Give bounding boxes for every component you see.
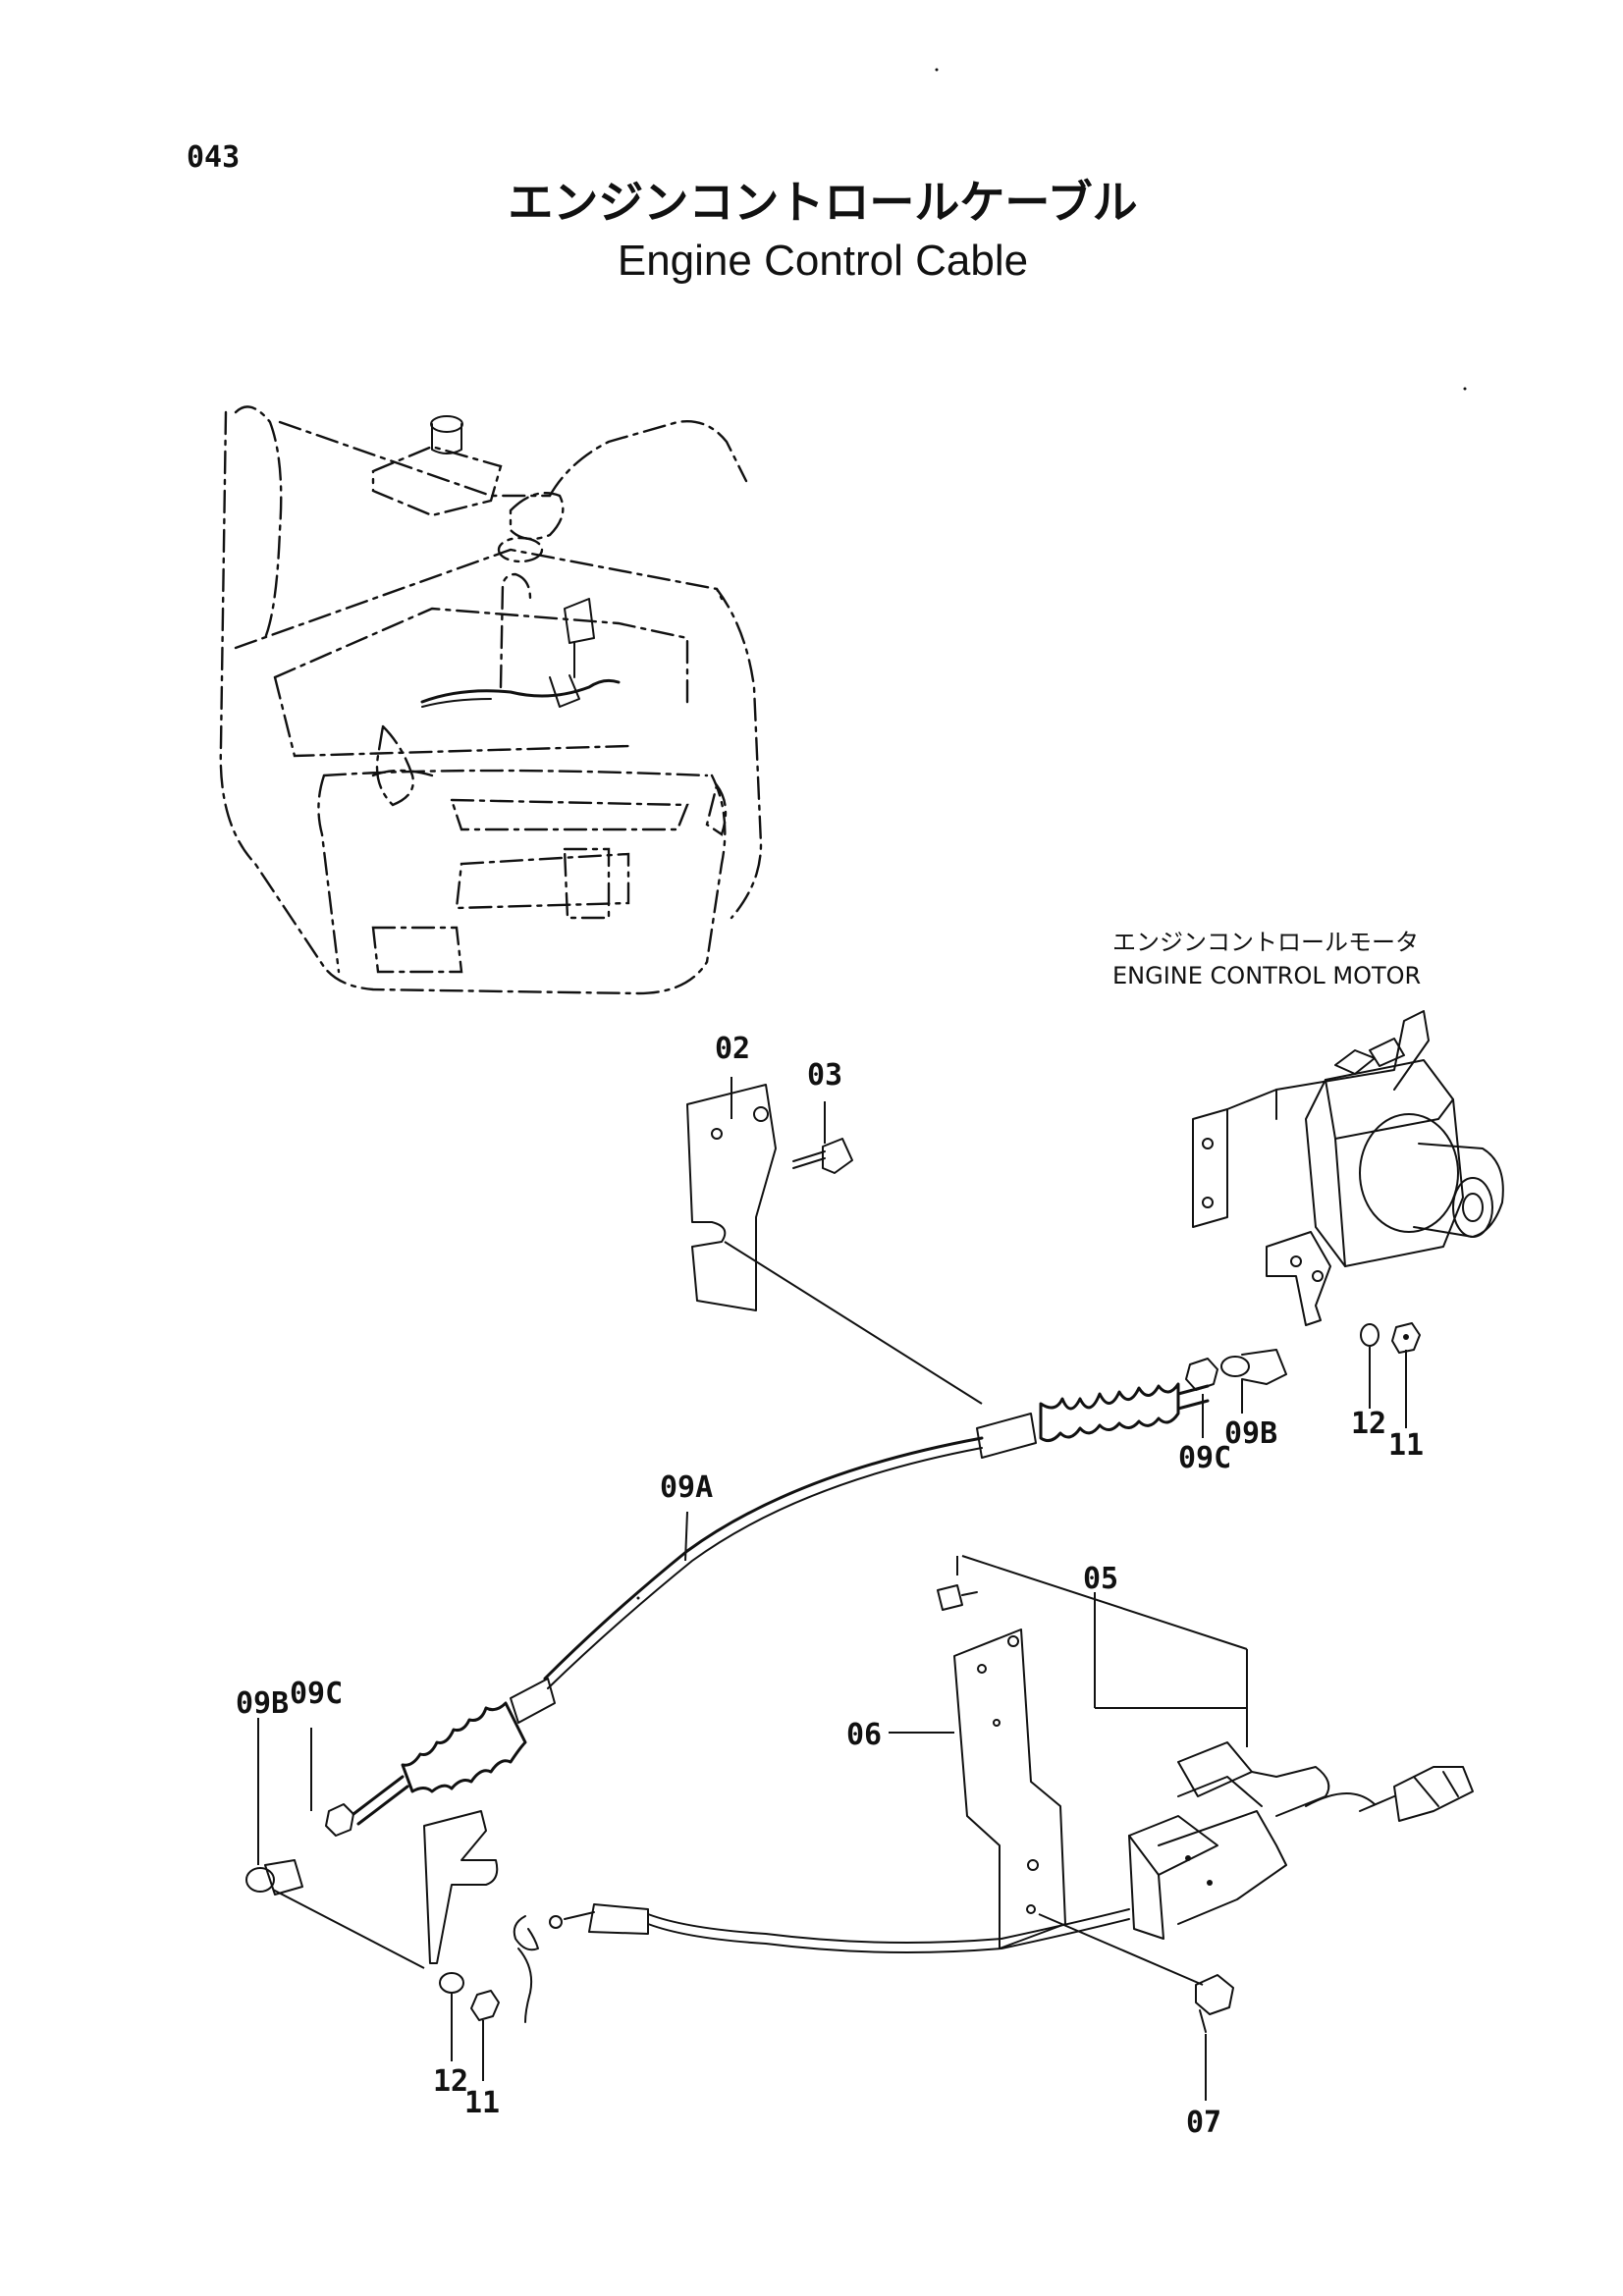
callout-09c-left: 09C [290,1677,343,1711]
callout-02: 02 [715,1032,750,1066]
callout-03: 03 [807,1058,842,1093]
throttle-assembly-05-illustration [937,1584,1474,1940]
bolt-07-illustration [1195,1974,1234,2033]
callout-12-left: 12 [433,2064,468,2099]
title-japanese: エンジンコントロールケーブル [508,176,1137,229]
callout-05: 05 [1083,1562,1118,1596]
callout-06: 06 [846,1718,882,1752]
callout-12-right: 12 [1351,1407,1386,1441]
callout-11-right: 11 [1388,1428,1424,1463]
callout-09b-left: 09B [236,1686,289,1721]
motor-label-english: ENGINE CONTROL MOTOR [1112,962,1421,989]
motor-label-japanese: エンジンコントロールモータ [1112,929,1419,956]
page-number: 043 [187,140,240,175]
control-cable-09a-illustration [245,1322,1421,1896]
callout-09b-right: 09B [1224,1416,1277,1451]
scan-speck [636,1596,640,1600]
part-callouts: 02 03 05 06 07 09A 09B 09C 12 11 09B 09C… [236,1032,1424,2140]
callout-09a: 09A [660,1470,713,1505]
engine-control-motor-illustration: エンジンコントロールモータ ENGINE CONTROL MOTOR [1112,929,1504,1326]
bolt-03-illustration [792,1138,853,1174]
lever-bracket-left-illustration [423,1810,500,2021]
leader-lines [257,1077,1407,2101]
title-english: Engine Control Cable [618,237,1028,285]
bracket-02-illustration [686,1084,777,1311]
machine-overview-illustration [219,405,763,995]
callout-09c-right: 09C [1178,1441,1231,1475]
bracket-06-illustration [953,1629,1066,1949]
scan-speck [935,68,939,72]
scan-speck [1463,387,1467,391]
callout-07: 07 [1186,2106,1221,2140]
callout-11-left: 11 [464,2086,500,2120]
throttle-cable-illustration [513,1903,1130,2023]
